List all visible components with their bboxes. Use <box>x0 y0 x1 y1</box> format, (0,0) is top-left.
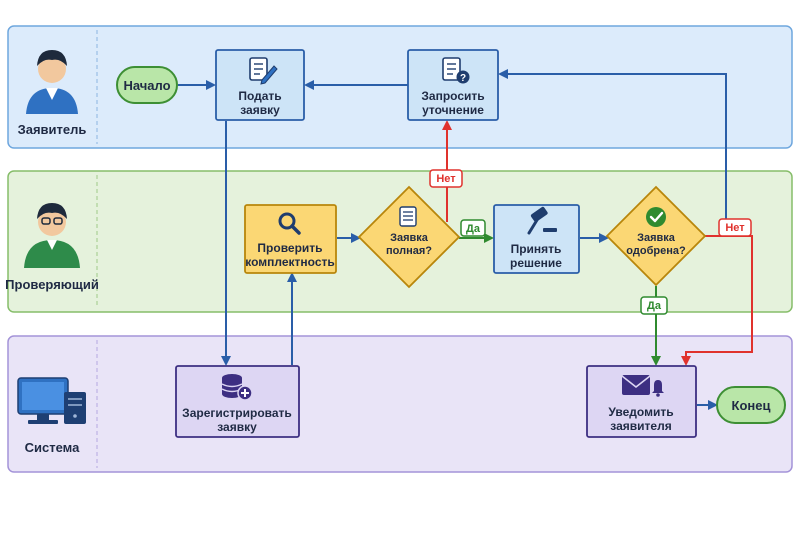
is-approved-decision: Заявка одобрена? <box>605 185 707 287</box>
submit-request-task: Подать заявку <box>215 49 305 121</box>
svg-text:полная?: полная? <box>386 245 432 257</box>
svg-text:Зарегистрировать: Зарегистрировать <box>182 406 292 420</box>
svg-text:?: ? <box>460 73 466 84</box>
check-circle-icon <box>646 207 666 227</box>
svg-text:Запросить: Запросить <box>421 89 484 103</box>
gavel-icon <box>527 206 557 235</box>
svg-text:Подать: Подать <box>238 89 281 103</box>
end-terminal: Конец <box>716 386 786 424</box>
svg-text:заявку: заявку <box>217 420 257 434</box>
document-edit-icon <box>249 57 278 85</box>
lane-applicant: Заявитель <box>7 25 793 149</box>
svg-text:Да: Да <box>466 223 481 235</box>
lane-label-applicant: Заявитель <box>18 122 87 137</box>
edge-label-complete-yes: Да <box>460 219 486 237</box>
database-add-icon <box>221 374 253 401</box>
svg-text:Проверить: Проверить <box>257 241 322 255</box>
start-terminal: Начало <box>116 66 178 104</box>
svg-text:Заявка: Заявка <box>390 232 429 244</box>
make-decision-task: Принять решение <box>493 204 580 274</box>
svg-text:Заявка: Заявка <box>637 232 676 244</box>
svg-text:комплектность: комплектность <box>245 255 335 269</box>
check-completeness-task: Проверить комплектность <box>244 204 337 274</box>
svg-text:решение: решение <box>510 256 562 270</box>
reviewer-avatar-icon <box>24 203 80 268</box>
svg-text:одобрена?: одобрена? <box>626 245 686 257</box>
mail-notification-icon <box>621 375 664 397</box>
svg-text:заявителя: заявителя <box>610 419 671 433</box>
connectors <box>178 69 753 410</box>
svg-text:Нет: Нет <box>436 173 456 185</box>
request-clarification-task: ? Запросить уточнение <box>407 49 499 121</box>
svg-text:Да: Да <box>647 300 662 312</box>
svg-text:уточнение: уточнение <box>422 103 484 117</box>
document-question-icon: ? <box>442 57 470 84</box>
svg-text:Принять: Принять <box>511 242 562 256</box>
edge-label-complete-no: Нет <box>429 169 463 188</box>
search-icon <box>278 212 301 235</box>
edge-label-approved-no: Нет <box>718 218 752 237</box>
lane-label-system: Система <box>25 440 80 455</box>
edge-label-approved-yes: Да <box>640 296 668 315</box>
notify-applicant-task: Уведомить заявителя <box>586 365 697 438</box>
svg-text:Начало: Начало <box>123 78 170 93</box>
is-complete-decision: Заявка полная? <box>357 185 461 289</box>
svg-text:Уведомить: Уведомить <box>608 405 673 419</box>
lane-label-reviewer: Проверяющий <box>5 277 99 292</box>
computer-icon <box>17 377 86 424</box>
applicant-avatar-icon <box>26 50 78 114</box>
svg-text:Конец: Конец <box>732 398 771 413</box>
svg-text:Нет: Нет <box>725 222 745 234</box>
svg-text:заявку: заявку <box>240 103 280 117</box>
checklist-icon <box>399 206 417 227</box>
register-request-task: Зарегистрировать заявку <box>175 365 300 438</box>
